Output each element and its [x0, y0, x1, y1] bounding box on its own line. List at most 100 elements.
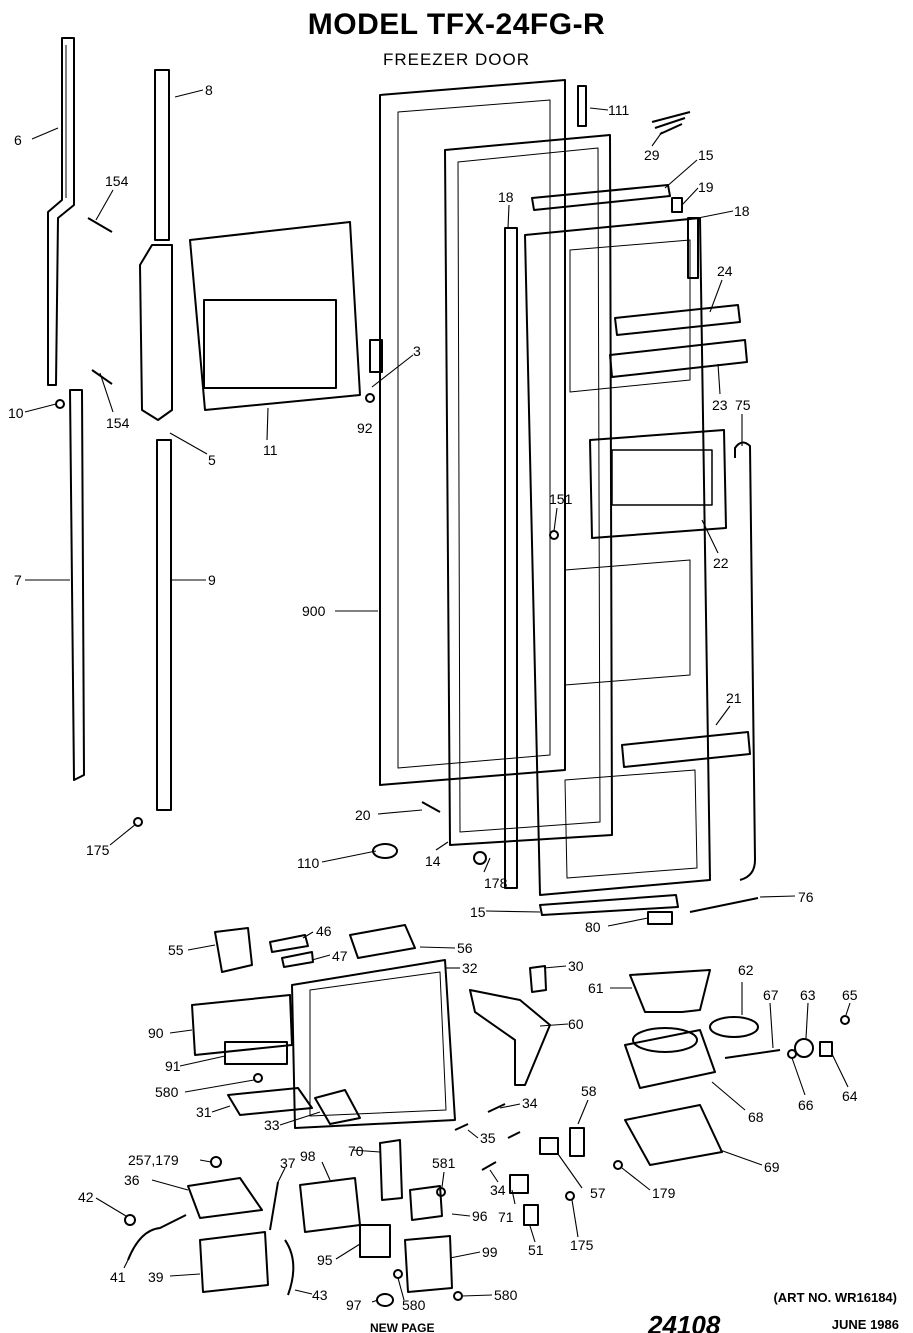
part-10-screw [55, 399, 65, 409]
callout-label: 97 [346, 1297, 362, 1313]
part-47 [281, 951, 314, 968]
issue-date: JUNE 1986 [831, 1317, 899, 1332]
part-outlines [47, 37, 850, 1307]
part-9-rail [156, 439, 172, 811]
part-41-wire [127, 1214, 187, 1261]
part-70-bracket [379, 1139, 403, 1201]
part-33-arm [314, 1089, 361, 1125]
callout-label: 56 [457, 940, 473, 956]
part-96-solenoid [409, 1185, 443, 1221]
part-7-strip [69, 389, 85, 781]
part-57-switch [539, 1137, 559, 1155]
part-43-wire [284, 1239, 295, 1296]
callout-label: 63 [800, 987, 816, 1003]
callout-label: 10 [8, 405, 24, 421]
part-99-cover [404, 1235, 453, 1293]
part-71-block [509, 1174, 529, 1194]
callout-label: 58 [581, 1083, 597, 1099]
part-35-pin [454, 1123, 521, 1139]
part-58-plate [569, 1127, 585, 1157]
part-29-wire [651, 111, 691, 135]
part-14-gasket [444, 134, 613, 846]
part-179-screw [613, 1160, 623, 1170]
callout-label: 98 [300, 1148, 316, 1164]
callout-label: 6 [14, 132, 22, 148]
callout-label: 20 [355, 807, 371, 823]
part-91-cover [224, 1041, 288, 1065]
callout-label: 15 [470, 904, 486, 920]
part-67-rod [724, 1049, 781, 1059]
callout-label: 36 [124, 1172, 140, 1188]
callout-label: 37 [280, 1155, 296, 1171]
part-90-bezel [191, 994, 293, 1056]
callout-label: 5 [208, 452, 216, 468]
callout-label: 96 [472, 1208, 488, 1224]
callout-labels: 6 8 154 154 10 5 7 9 175 11 3 92 900 111… [8, 82, 858, 1313]
inner-liner [524, 217, 711, 896]
part-76-wire [689, 897, 759, 913]
part-580-screw [253, 1073, 263, 1083]
callout-label: 55 [168, 942, 184, 958]
part-22-frame [589, 429, 727, 539]
part-51-block [523, 1204, 539, 1226]
callout-label: 179 [652, 1185, 676, 1201]
callout-label: 95 [317, 1252, 333, 1268]
page-note: NEW PAGE [370, 1321, 435, 1333]
callout-label: 61 [588, 980, 604, 996]
part-65-screw [840, 1015, 850, 1025]
part-111 [577, 85, 587, 127]
callout-label: 18 [498, 189, 514, 205]
part-37-wire [269, 1181, 279, 1231]
callout-label: 154 [105, 173, 129, 189]
part-21-shelf [621, 731, 751, 768]
part-39-box [199, 1231, 269, 1293]
part-32-housing [291, 959, 456, 1129]
part-62-disc [709, 1016, 759, 1038]
part-15-top [531, 184, 671, 211]
callout-label: 23 [712, 397, 728, 413]
art-number: (ART NO. WR16184) [773, 1290, 897, 1305]
part-42-grommet [124, 1214, 136, 1226]
part-97-bulb [376, 1293, 394, 1307]
callout-label: 46 [316, 923, 332, 939]
part-178-nut [473, 851, 487, 865]
callout-label: 34 [522, 1095, 538, 1111]
callout-label: 39 [148, 1269, 164, 1285]
part-3-latch [369, 339, 383, 373]
callout-label: 3 [413, 343, 421, 359]
callout-label: 257,179 [128, 1152, 179, 1168]
callout-label: 30 [568, 958, 584, 974]
callout-label: 76 [798, 889, 814, 905]
callout-label: 9 [208, 572, 216, 588]
callout-label: 24 [717, 263, 733, 279]
part-46 [269, 934, 309, 953]
callout-label: 18 [734, 203, 750, 219]
part-69-housing [624, 1104, 723, 1166]
part-580-screw-lower-b [453, 1291, 463, 1301]
callout-label: 62 [738, 962, 754, 978]
part-60-bracket [469, 989, 551, 1086]
part-154-screw [87, 217, 113, 233]
part-11-panel [189, 221, 361, 411]
callout-label: 29 [644, 147, 660, 163]
model-title: MODEL TFX-24FG-R [307, 8, 606, 41]
callout-label: 7 [14, 572, 22, 588]
callout-label: 47 [332, 948, 348, 964]
part-63-motor [794, 1038, 814, 1058]
callout-label: 68 [748, 1109, 764, 1125]
callout-label: 31 [196, 1104, 212, 1120]
part-80-fitting [647, 911, 673, 925]
callout-label: 75 [735, 397, 751, 413]
callout-label: 91 [165, 1058, 181, 1074]
part-23-shelf [609, 339, 748, 378]
callout-label: 151 [549, 491, 573, 507]
part-18-strip [504, 227, 518, 889]
callout-label: 92 [357, 420, 373, 436]
part-66-washer [787, 1049, 797, 1059]
part-154-screw-lower [91, 369, 113, 385]
part-55-bracket [214, 927, 253, 973]
callout-label: 90 [148, 1025, 164, 1041]
callout-label: 110 [297, 855, 320, 871]
callout-label: 580 [494, 1287, 518, 1303]
